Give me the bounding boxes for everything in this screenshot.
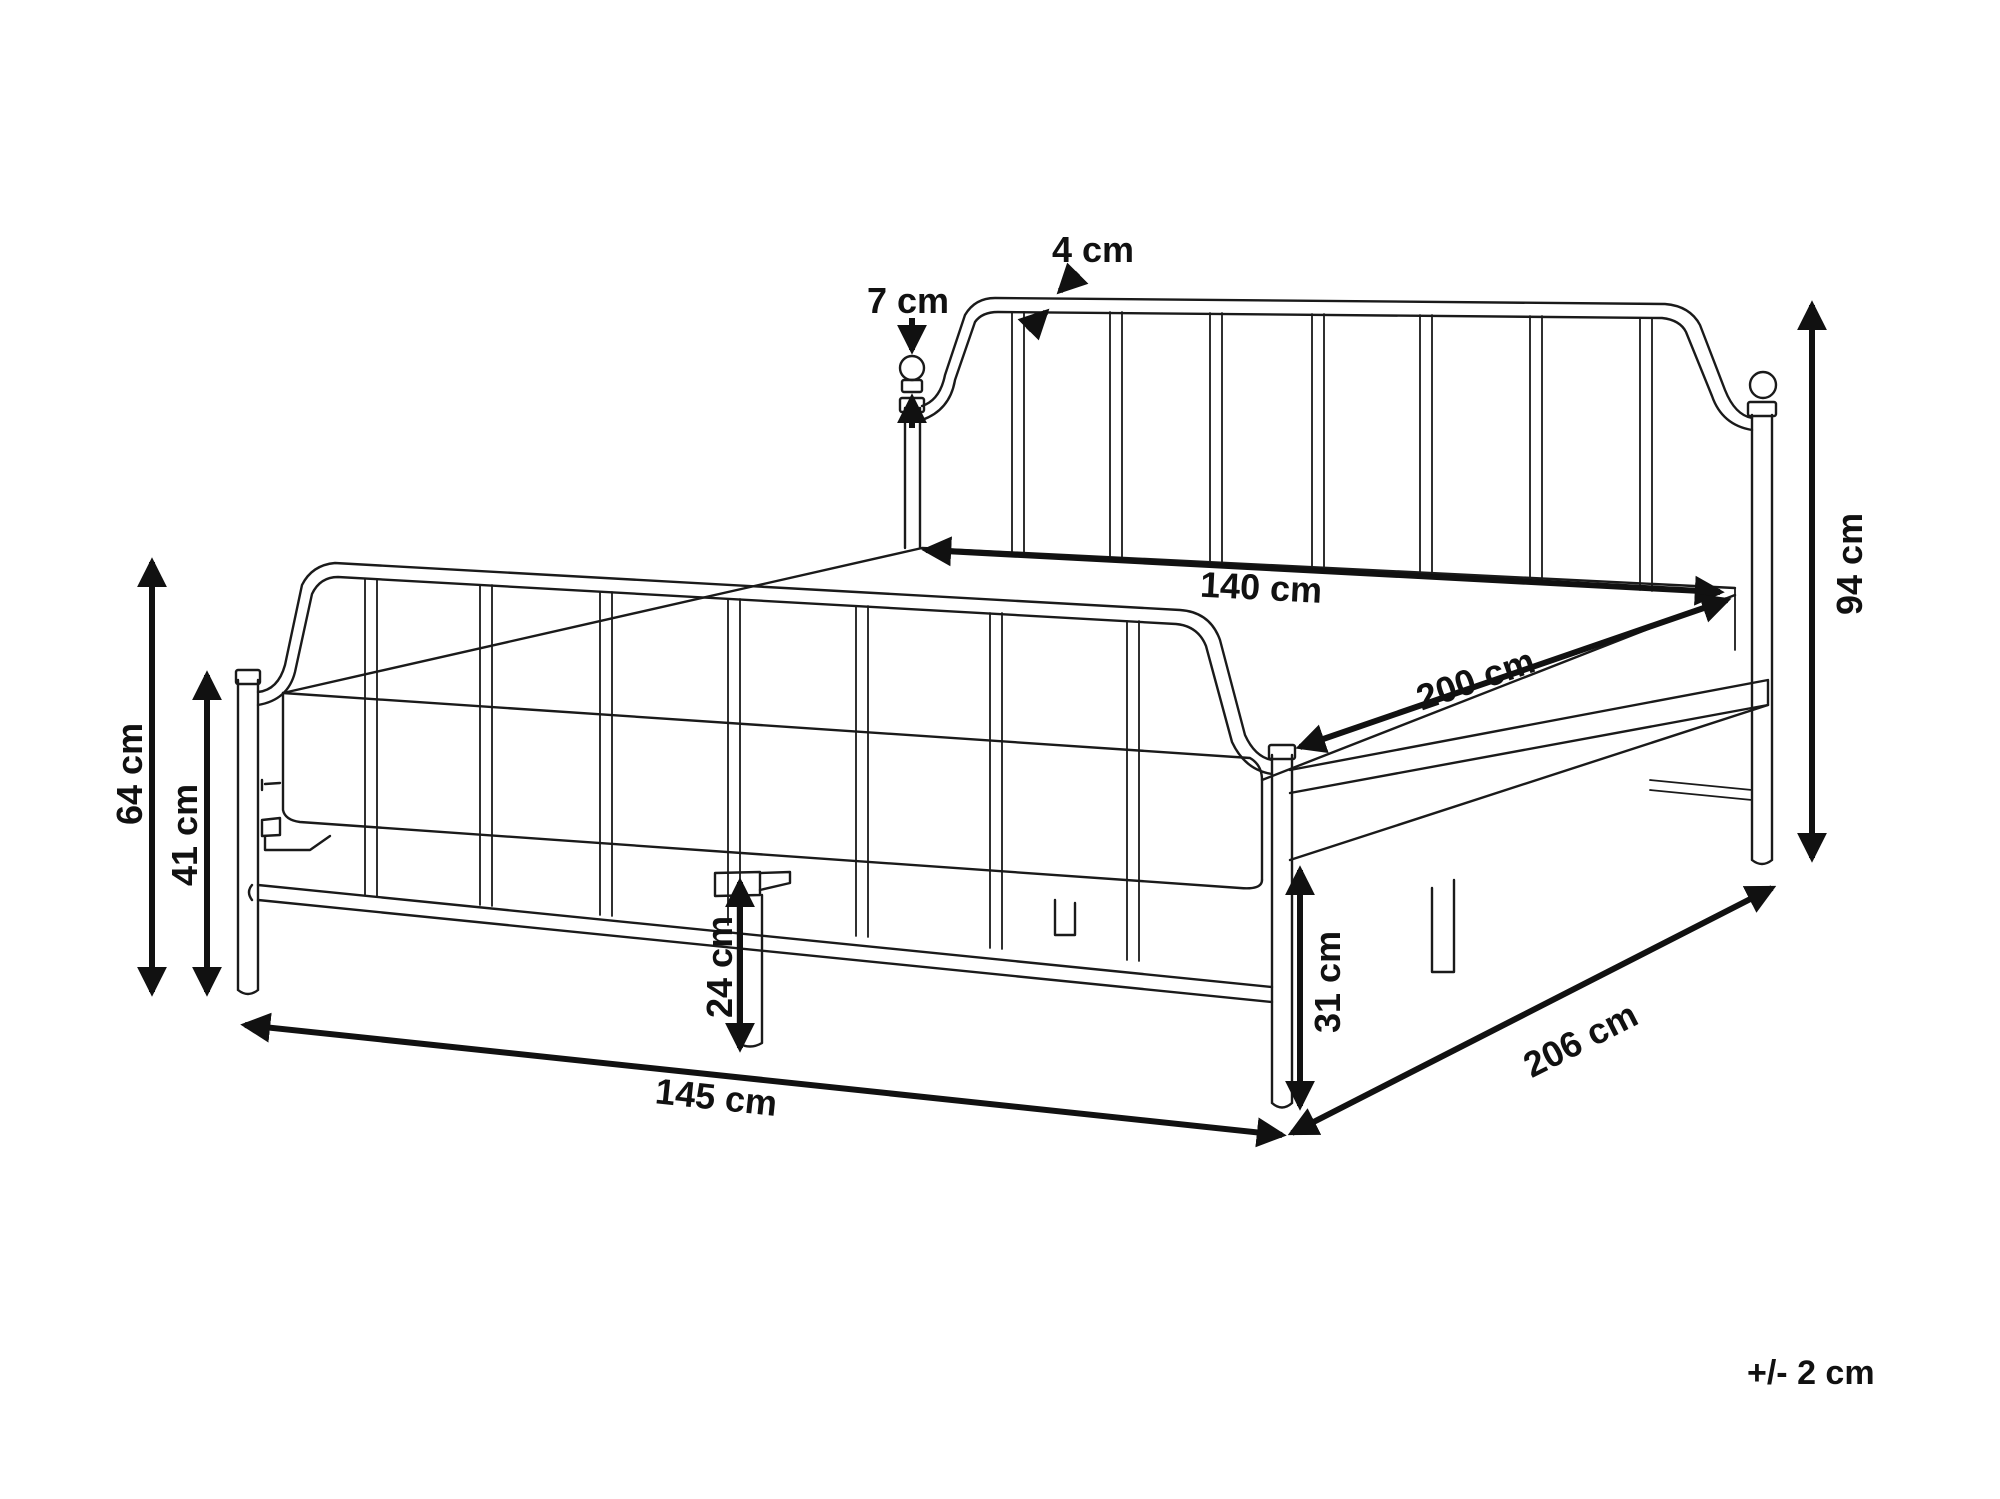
label-clearance: 24 cm [699, 916, 740, 1018]
side-rail [1053, 678, 1770, 974]
label-leg-height: 31 cm [1307, 931, 1348, 1033]
dimension-arrow-inner-length [1295, 594, 1732, 753]
dimension-arrow-rail-thickness [1056, 262, 1089, 295]
headboard [898, 296, 1778, 866]
dimension-arrow-inner-width [921, 536, 1725, 606]
label-rail-thickness: 4 cm [1052, 229, 1134, 270]
label-footboard-height: 64 cm [109, 723, 150, 825]
footboard [234, 561, 1297, 1109]
tolerance-note: +/- 2 cm [1747, 1354, 1875, 1392]
label-knob-height: 7 cm [867, 280, 949, 321]
dimension-lines [137, 262, 1827, 1148]
label-inner-length: 200 cm [1411, 640, 1540, 719]
dimension-arrow-total-length [1287, 885, 1777, 1136]
label-rail-height: 41 cm [164, 784, 205, 886]
headboard-left-knob [898, 354, 926, 382]
dimension-labels: 4 cm 7 cm 140 cm 200 cm 94 cm 64 cm 41 c… [109, 229, 1875, 1392]
label-inner-width: 140 cm [1199, 564, 1323, 611]
dimension-arrow-rail-thickness-lower [1017, 308, 1050, 341]
mattress [281, 546, 1737, 890]
headboard-right-knob [1748, 370, 1778, 400]
bed-frame [234, 296, 1778, 1109]
label-total-height: 94 cm [1829, 513, 1870, 615]
dimension-arrow-total-width [240, 1012, 1287, 1148]
